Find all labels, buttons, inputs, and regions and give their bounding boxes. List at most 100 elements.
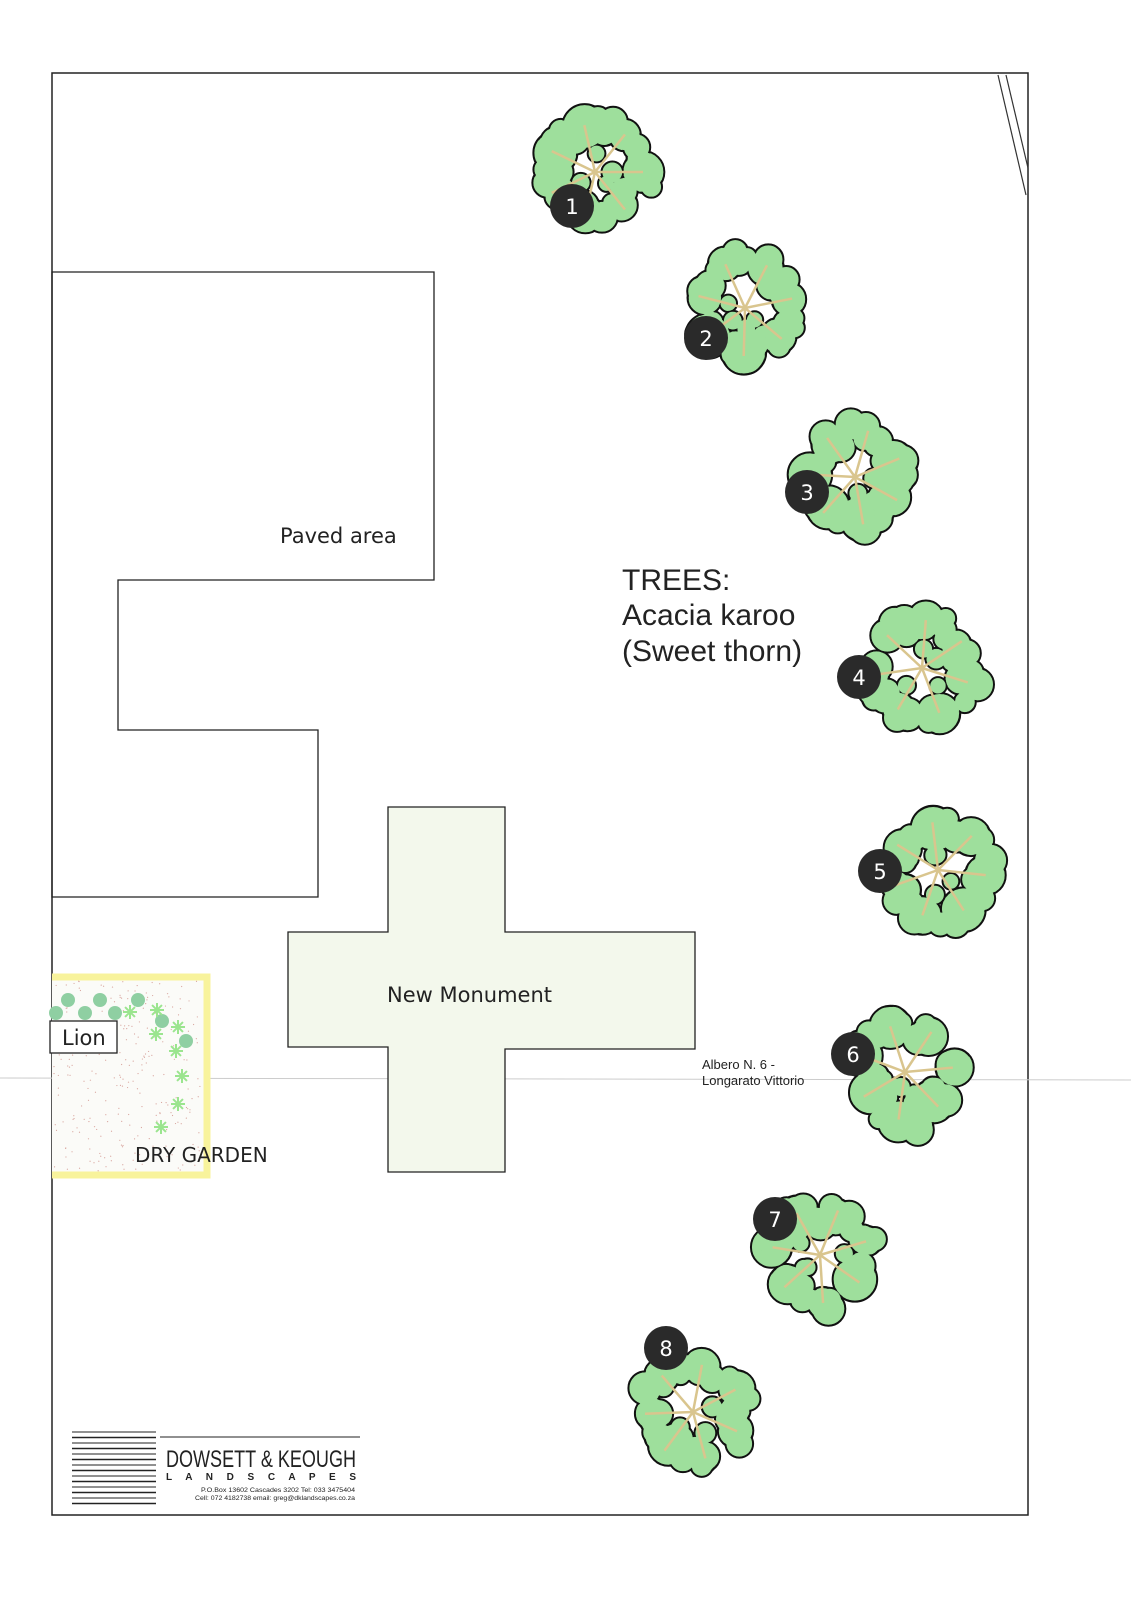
gravel-dot (66, 1011, 68, 1013)
branch (691, 1411, 707, 1459)
branch (904, 1071, 940, 1108)
tree-number-badge (753, 1197, 797, 1241)
gravel-dot (89, 1148, 91, 1150)
gravel-dot (199, 1085, 201, 1088)
gravel-dot (78, 980, 80, 983)
logo-company-name: DOWSETT & KEOUGH (166, 1446, 356, 1473)
gravel-dot (189, 1111, 191, 1113)
branch (937, 835, 973, 871)
gravel-dot (123, 1168, 125, 1170)
gravel-dot (72, 1131, 74, 1133)
gravel-dot (71, 1054, 74, 1056)
gravel-dot (159, 983, 161, 985)
gravel-dot (98, 1053, 100, 1055)
gravel-dot (179, 998, 181, 1000)
gravel-dot (142, 1007, 144, 1009)
tree-number: 2 (699, 327, 712, 351)
canopy-lobe (773, 267, 799, 292)
canopy-lobe (905, 1085, 924, 1104)
gravel-dot (57, 1087, 60, 1089)
canopy-lobe (810, 421, 841, 452)
canopy-lobe (812, 1293, 845, 1325)
branch (724, 263, 747, 309)
branch (594, 133, 626, 173)
star-plant (171, 1020, 185, 1034)
gravel-dot (165, 1102, 167, 1104)
gravel-dot (68, 1066, 71, 1068)
paved-area-label: Paved area (280, 524, 397, 548)
trees-common-name: (Sweet thorn) (622, 635, 802, 668)
canopy-lobe (954, 640, 980, 666)
gravel-dot (132, 1159, 134, 1161)
branch (819, 1240, 867, 1257)
canopy-lobe (597, 119, 621, 143)
canopy-lobe (897, 847, 918, 868)
gravel-dot (106, 1120, 109, 1123)
gravel-dot (126, 1028, 128, 1030)
dry-garden: Lion DRY GARDEN (49, 973, 268, 1179)
shrub (108, 1006, 122, 1020)
gravel-dot (191, 1098, 193, 1100)
branch (818, 1254, 825, 1303)
gravel-dot (87, 1138, 90, 1140)
gravel-dot (121, 1120, 123, 1122)
gravel-dot (125, 1059, 127, 1061)
canopy-lobe (706, 260, 727, 281)
gravel-dot (58, 1054, 60, 1056)
gravel-dot (124, 1025, 126, 1027)
shrub (49, 1006, 63, 1020)
branch (583, 124, 597, 173)
gravel-dot (105, 1100, 107, 1102)
star-plant (149, 1027, 163, 1041)
branch (744, 297, 793, 310)
gravel-dot (134, 990, 136, 992)
gravel-dot (100, 984, 102, 986)
canopy-lobe (903, 1115, 933, 1145)
trees-species: Acacia karoo (622, 599, 795, 632)
star-plant (123, 1005, 137, 1019)
gravel-dot (89, 1079, 92, 1081)
gravel-dot (174, 1122, 177, 1125)
gravel-dot (192, 1143, 194, 1146)
gravel-dot (127, 990, 129, 992)
gravel-dot (69, 1074, 71, 1076)
branch (903, 1031, 933, 1073)
branch (920, 620, 928, 669)
shrub (131, 993, 145, 1007)
branch (886, 634, 923, 669)
branch (692, 1410, 738, 1433)
star-plant (175, 1069, 189, 1083)
gravel-dot (65, 1156, 67, 1158)
gravel-dot (121, 1063, 123, 1066)
gravel-dot (73, 1115, 75, 1117)
canopy-lobe (670, 1445, 696, 1471)
branch (742, 307, 747, 357)
gravel-dot (100, 1155, 102, 1157)
gravel-dot (192, 1023, 195, 1026)
tree-number: 3 (800, 481, 813, 505)
gravel-dot (160, 1101, 163, 1104)
gravel-dot (152, 1075, 154, 1077)
gravel-dot (55, 984, 57, 987)
tree-8: 8 (627, 1326, 762, 1478)
star-stroke (170, 1045, 182, 1057)
star-stroke (150, 1028, 162, 1040)
gravel-dot (141, 1069, 143, 1071)
corner-line (1005, 74, 1029, 169)
gravel-dot (136, 984, 138, 987)
gravel-dot (110, 1130, 113, 1132)
canopy-lobe (936, 705, 958, 728)
canopy-lobe (699, 1366, 726, 1392)
gravel-dot (133, 1033, 136, 1035)
branch (931, 822, 940, 871)
canopy-lobe (754, 245, 783, 274)
gravel-dot (126, 1086, 129, 1089)
gravel-dot (122, 1144, 124, 1147)
gravel-dot (197, 1078, 199, 1080)
gravel-dot (119, 1139, 121, 1141)
gravel-dot (122, 981, 124, 983)
canopy-lobe (904, 907, 925, 928)
logo-address: P.O.Box 13602 Cascades 3202 Tel: 033 347… (201, 1487, 355, 1494)
